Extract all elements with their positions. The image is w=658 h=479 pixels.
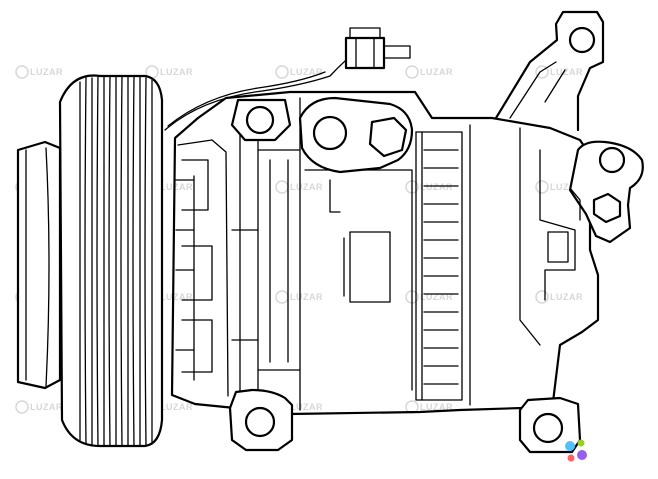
avito-dot-blue — [565, 441, 575, 451]
watermark-text: LUZAR — [160, 67, 193, 77]
avito-dot-green — [577, 439, 585, 447]
watermark-text: LUZAR — [290, 292, 323, 302]
watermark-mark: LUZAR — [405, 180, 453, 194]
port-nut — [368, 116, 408, 158]
watermark-mark: LUZAR — [145, 65, 193, 79]
pulley — [58, 74, 164, 448]
watermark-text: LUZAR — [30, 402, 63, 412]
top-mounting-bracket — [494, 10, 605, 132]
avito-badge: Avito — [565, 439, 644, 464]
watermark-text: LUZAR — [420, 182, 453, 192]
watermark-mark: LUZAR — [405, 65, 453, 79]
watermark-mark: LUZAR — [405, 290, 453, 304]
watermark-text: LUZAR — [160, 292, 193, 302]
watermark-text: LUZAR — [30, 67, 63, 77]
watermark-mark: LUZAR — [15, 400, 63, 414]
watermark-mark: LUZAR — [535, 65, 583, 79]
watermark-text: LUZAR — [290, 67, 323, 77]
watermark-text: LUZAR — [290, 182, 323, 192]
bottom-mount-left — [228, 388, 294, 452]
watermark-text: LUZAR — [420, 292, 453, 302]
watermark-text: LUZAR — [420, 67, 453, 77]
right-bolt-hole — [598, 146, 626, 174]
watermark-text: LUZAR — [550, 67, 583, 77]
watermark-mark: LUZAR — [535, 290, 583, 304]
bottom-left-bolt-hole — [244, 406, 276, 438]
watermark-text: LUZAR — [550, 182, 583, 192]
port-hole — [312, 115, 348, 151]
electrical-connector — [344, 36, 386, 70]
watermark-mark: LUZAR — [535, 180, 583, 194]
bottom-right-bolt-hole — [532, 412, 564, 444]
right-bolt-head — [592, 192, 622, 224]
avito-dot-purple — [577, 450, 587, 460]
right-bracket — [568, 140, 644, 244]
avito-dot-red — [567, 454, 575, 462]
clutch-plate — [16, 140, 62, 390]
watermark-mark: LUZAR — [275, 65, 323, 79]
watermark-text: LUZAR — [420, 402, 453, 412]
port-flange — [298, 96, 414, 174]
top-bolt-hole — [568, 26, 596, 54]
watermark-mark: LUZAR — [15, 65, 63, 79]
avito-logo-text: Avito — [590, 439, 644, 464]
watermark-text: LUZAR — [160, 182, 193, 192]
top-bolt-boss — [230, 98, 292, 142]
wire-harness — [164, 27, 411, 131]
bolt-hole — [245, 105, 275, 135]
watermark-text: LUZAR — [550, 292, 583, 302]
watermark-text: LUZAR — [290, 402, 323, 412]
watermark-text: LUZAR — [160, 402, 193, 412]
